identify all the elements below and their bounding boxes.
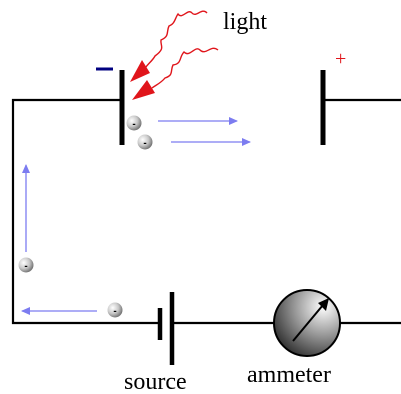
svg-text:-: - [24,261,27,272]
circuit-wires [11,98,401,325]
light-label: light [223,9,267,35]
battery-source [157,292,175,365]
ammeter-needle [292,304,324,342]
light-ray-1 [145,10,208,68]
ammeter-needle-tip [318,298,329,311]
light-rays [130,10,219,100]
electron: - [137,134,153,150]
ammeter [273,289,341,357]
svg-text:-: - [113,306,116,317]
electron: - [126,115,142,131]
light-ray-2 [151,47,219,89]
ammeter-label: ammeter [247,362,331,388]
left-wire [11,98,160,325]
electron: - [18,257,34,273]
light-ray-1-head [130,60,150,82]
anode-plus-sign: + [335,48,346,70]
svg-text:-: - [132,119,135,130]
svg-text:-: - [143,138,146,149]
electron: - [107,302,123,318]
electron-flow-arrows [21,117,251,315]
light-ray-2-head [132,80,155,100]
electrons: - - - - [18,115,153,318]
source-label: source [124,369,187,394]
